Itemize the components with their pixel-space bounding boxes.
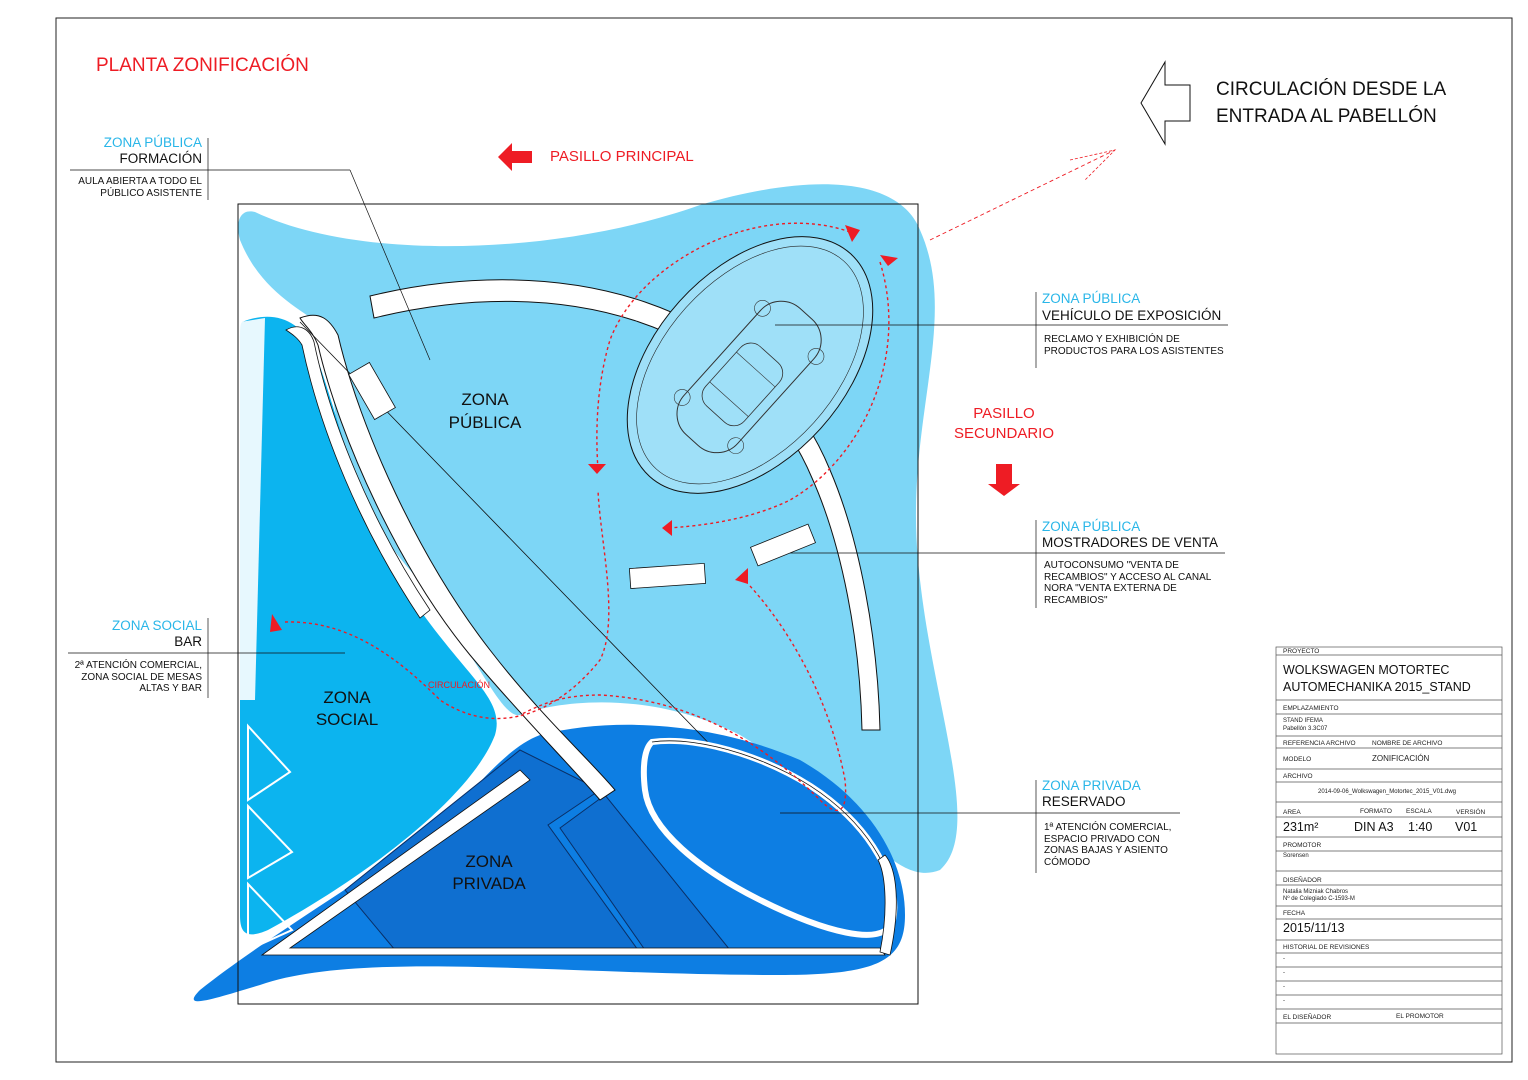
tb-historial-3: -	[1283, 984, 1285, 990]
annotation-reservado-zone: ZONA PRIVADA	[1042, 778, 1141, 793]
car-icon	[673, 299, 825, 454]
annotation-mostradores-zone: ZONA PÚBLICA	[1042, 519, 1141, 534]
circulation-note: CIRCULACIÓN DESDE LA ENTRADA AL PABELLÓN	[1216, 79, 1446, 127]
tb-formato: DIN A3	[1354, 820, 1394, 834]
tb-historial-label: HISTORIAL DE REVISIONES	[1283, 944, 1370, 951]
pasillo-secundario-label: PASILLO SECUNDARIO	[953, 405, 1054, 442]
annotation-vehiculo-name: VEHÍCULO DE EXPOSICIÓN	[1042, 308, 1222, 323]
tb-firma-disenador: EL DISEÑADOR	[1283, 1014, 1332, 1021]
annotation-mostradores-name: MOSTRADORES DE VENTA	[1042, 535, 1219, 550]
zona-privada-label: ZONA PRIVADA	[452, 852, 526, 894]
pasillo-secundario-arrow-icon	[988, 464, 1020, 496]
right-small-wall	[877, 854, 897, 956]
zona-social-label: ZONA SOCIAL	[315, 688, 379, 730]
circulation-bar	[284, 489, 610, 720]
tb-formato-label: FORMATO	[1360, 808, 1392, 815]
annotation-formacion-name: FORMACIÓN	[119, 151, 203, 166]
sheet-frame	[55, 17, 1513, 1063]
annotation-bar-desc: 2ª ATENCIÓN COMERCIAL, ZONA SOCIAL DE ME…	[74, 660, 202, 694]
pasillo-principal-label: PASILLO PRINCIPAL	[550, 148, 694, 165]
entrance-arrow-icon	[1140, 60, 1191, 146]
tb-fecha: 2015/11/13	[1283, 921, 1345, 935]
tb-promotor-label: PROMOTOR	[1283, 842, 1322, 849]
arrowhead-5	[735, 568, 748, 584]
annotation-reservado-desc: 1ª ATENCIÓN COMERCIAL, ESPACIO PRIVADO C…	[1044, 822, 1172, 868]
tb-version-label: VERSIÓN	[1456, 809, 1486, 816]
diagonal-wall	[299, 314, 616, 801]
drawing-title: PLANTA ZONIFICACIÓN	[96, 55, 309, 76]
leader-formacion-2	[349, 169, 431, 361]
counter-left	[628, 562, 707, 589]
arrowhead-6	[270, 614, 282, 632]
circulacion-label: CIRCULACIÓN	[428, 680, 491, 690]
white-band-bottom	[260, 769, 886, 956]
tb-escala-label: ESCALA	[1406, 808, 1432, 815]
tb-area: 231m²	[1283, 820, 1319, 834]
zona-publica-label: ZONA PÚBLICA	[448, 390, 522, 432]
circulation-arc-inner	[667, 261, 890, 529]
tb-historial-4: -	[1283, 998, 1285, 1004]
counter-right	[749, 523, 817, 567]
title-block-frame	[1275, 646, 1503, 1055]
bar-tables	[247, 723, 294, 952]
tb-area-label: AREA	[1283, 809, 1301, 816]
tb-fecha-label: FECHA	[1283, 910, 1306, 917]
stand-outline	[237, 203, 919, 1005]
pasillo-principal-arrow-icon	[498, 143, 532, 171]
arrowhead-1	[845, 225, 860, 242]
arrowhead-3	[588, 464, 606, 474]
arrowhead-4	[662, 520, 672, 536]
tb-disenador-1: Natalia Mizniak Chabros	[1283, 889, 1349, 895]
tb-archivo: 2014-09-06_Wolkswagen_Motortec_2015_V01.…	[1318, 789, 1456, 795]
circulation-exit-head	[1069, 149, 1117, 181]
tb-version: V01	[1455, 820, 1478, 834]
counter-formacion	[348, 361, 396, 421]
zona-social-area	[240, 316, 497, 935]
tb-historial-1: -	[1283, 956, 1285, 962]
tb-disenador-label: DISEÑADOR	[1283, 877, 1322, 884]
tb-nombre-label: NOMBRE DE ARCHIVO	[1372, 740, 1443, 747]
tb-emplazamiento-2: Pabellón 3.3C07	[1283, 726, 1328, 732]
circulation-exit	[929, 149, 1116, 241]
annotation-vehiculo-desc: RECLAMO Y EXHIBICIÓN DE PRODUCTOS PARA L…	[1044, 334, 1224, 357]
tb-nombre: ZONIFICACIÓN	[1372, 754, 1430, 763]
annotation-formacion-desc: AULA ABIERTA A TODO EL PÚBLICO ASISTENTE	[78, 176, 202, 199]
car-platform	[626, 236, 874, 494]
annotation-bar-zone: ZONA SOCIAL	[111, 618, 202, 633]
circulation-loop	[596, 222, 851, 471]
white-floor-left	[240, 318, 265, 700]
diagonal-wall-inner	[285, 326, 431, 619]
annotation-vehiculo-zone: ZONA PÚBLICA	[1042, 291, 1141, 306]
tb-modelo-label: MODELO	[1283, 756, 1312, 763]
tb-proyecto-label: PROYECTO	[1283, 648, 1320, 655]
tb-historial-2: -	[1283, 970, 1285, 976]
tb-promotor: Sorensen	[1283, 853, 1309, 859]
car-platform-inner	[636, 245, 864, 485]
annotation-reservado-name: RESERVADO	[1042, 794, 1126, 809]
tb-disenador-2: Nº de Colegiado C-1593-M	[1283, 896, 1355, 902]
tb-referencia-label: REFERENCIA ARCHIVO	[1283, 740, 1356, 747]
tb-proyecto: WOLKSWAGEN MOTORTEC AUTOMECHANIKA 2015_S…	[1283, 663, 1471, 694]
tb-escala: 1:40	[1408, 820, 1433, 834]
tb-archivo-label: ARCHIVO	[1283, 773, 1313, 780]
tb-emplazamiento-1: STAND IFEMA	[1283, 718, 1323, 724]
annotation-mostradores-desc: AUTOCONSUMO "VENTA DE RECAMBIOS" Y ACCES…	[1044, 560, 1211, 606]
tb-emplazamiento-label: EMPLAZAMIENTO	[1283, 705, 1339, 712]
annotation-formacion-zone: ZONA PÚBLICA	[103, 135, 202, 150]
tb-firma-promotor: EL PROMOTOR	[1396, 1013, 1444, 1020]
annotation-bar-name: BAR	[174, 634, 202, 649]
arrowhead-2	[880, 255, 898, 266]
